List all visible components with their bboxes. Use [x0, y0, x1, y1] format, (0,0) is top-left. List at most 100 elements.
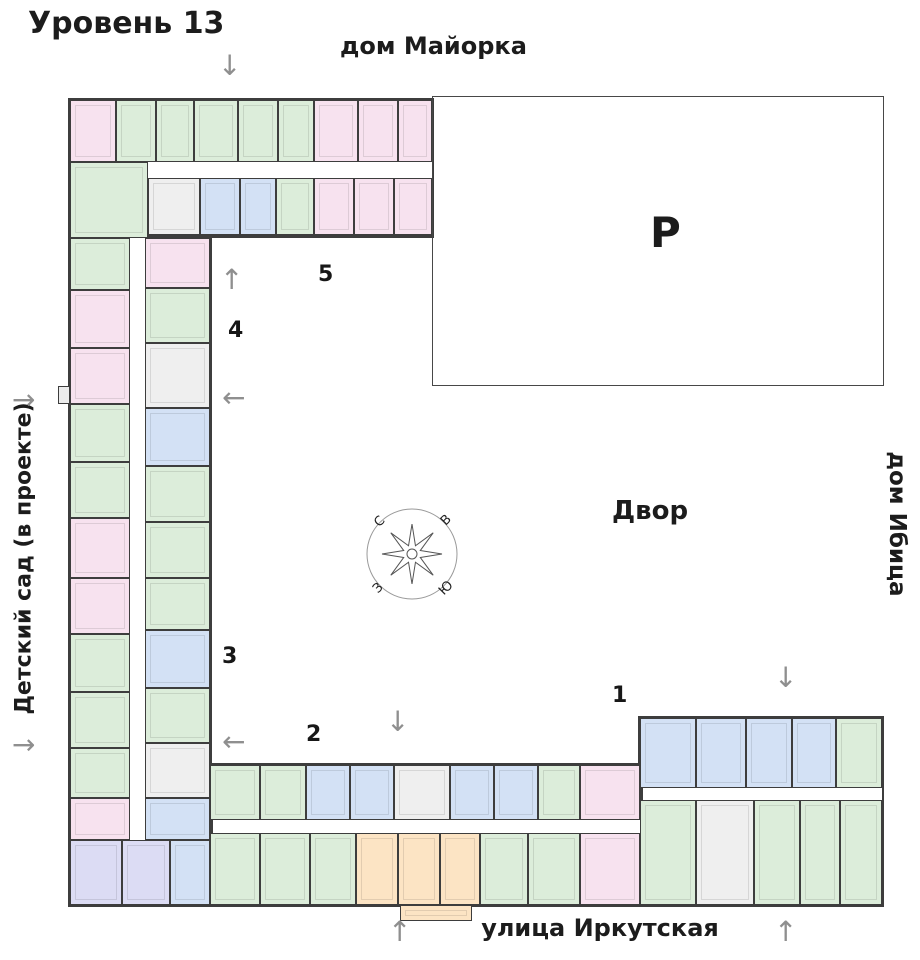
- corridor: [148, 162, 432, 178]
- apartment-unit: [754, 800, 800, 905]
- arrow-right-icon: →: [12, 383, 36, 416]
- compass-west-label: З: [370, 580, 387, 597]
- apartment-unit: [145, 688, 210, 743]
- apartment-unit: [116, 100, 156, 162]
- arrow-down-icon: ↓: [386, 705, 410, 738]
- apartment-unit: [836, 718, 882, 788]
- apartment-unit: [696, 800, 754, 905]
- label-parking: Р: [650, 208, 681, 257]
- apartment-unit: [70, 462, 130, 518]
- apartment-unit: [70, 748, 130, 798]
- apartment-unit: [145, 466, 210, 522]
- apartment-unit: [792, 718, 836, 788]
- apartment-unit: [170, 840, 210, 905]
- arrow-up-icon: ↑: [388, 915, 412, 948]
- section-number-3: 3: [222, 644, 238, 669]
- section-number-1: 1: [612, 683, 628, 708]
- apartment-unit: [310, 833, 356, 905]
- apartment-unit: [145, 408, 210, 466]
- arrow-down-icon: ↓: [218, 49, 242, 82]
- apartment-unit: [538, 765, 580, 820]
- apartment-unit: [200, 178, 240, 235]
- compass-south-label: Ю: [436, 578, 457, 599]
- apartment-unit: [840, 800, 882, 905]
- apartment-unit: [210, 765, 260, 820]
- apartment-unit: [70, 518, 130, 578]
- apartment-unit: [145, 798, 210, 840]
- corridor: [213, 820, 640, 833]
- apartment-unit: [260, 833, 310, 905]
- compass-east-label: В: [438, 512, 455, 529]
- page-title: Уровень 13: [28, 6, 225, 41]
- apartment-unit: [400, 905, 472, 921]
- apartment-unit: [156, 100, 194, 162]
- apartment-unit: [350, 765, 394, 820]
- apartment-unit: [145, 522, 210, 578]
- apartment-unit: [148, 178, 200, 235]
- apartment-unit: [145, 743, 210, 798]
- apartment-unit: [145, 288, 210, 343]
- apartment-unit: [70, 798, 130, 840]
- apartment-unit: [145, 343, 210, 408]
- apartment-unit: [314, 100, 358, 162]
- corridor: [130, 238, 145, 840]
- apartment-unit: [260, 765, 306, 820]
- apartment-unit: [70, 162, 148, 238]
- label-street-irkutskaya: улица Иркутская: [481, 914, 719, 942]
- apartment-unit: [800, 800, 840, 905]
- apartment-unit: [278, 100, 314, 162]
- apartment-unit: [70, 404, 130, 462]
- apartment-unit: [580, 833, 640, 905]
- apartment-unit: [70, 238, 130, 290]
- label-building-mayorka: дом Майорка: [340, 32, 527, 60]
- apartment-unit: [70, 634, 130, 692]
- apartment-unit: [494, 765, 538, 820]
- arrow-left-icon: ←: [222, 725, 246, 758]
- corridor: [643, 788, 882, 800]
- arrow-left-icon: ←: [222, 381, 246, 414]
- apartment-unit: [394, 178, 432, 235]
- apartment-unit: [746, 718, 792, 788]
- apartment-unit: [145, 238, 210, 288]
- apartment-unit: [580, 765, 640, 820]
- apartment-unit: [394, 765, 450, 820]
- apartment-unit: [398, 833, 440, 905]
- wall-bump: [58, 386, 70, 404]
- apartment-unit: [238, 100, 278, 162]
- arrow-up-icon: ↑: [774, 915, 798, 948]
- apartment-unit: [145, 630, 210, 688]
- apartment-unit: [354, 178, 394, 235]
- apartment-unit: [70, 100, 116, 162]
- section-number-2: 2: [306, 722, 322, 747]
- compass-rose-icon: С В Ю З: [366, 508, 458, 600]
- arrow-down-icon: ↓: [774, 661, 798, 694]
- apartment-unit: [70, 692, 130, 748]
- apartment-unit: [528, 833, 580, 905]
- apartment-unit: [145, 578, 210, 630]
- apartment-unit: [480, 833, 528, 905]
- apartment-unit: [70, 290, 130, 348]
- apartment-unit: [70, 578, 130, 634]
- apartment-unit: [306, 765, 350, 820]
- parking-area: [432, 96, 884, 386]
- section-number-5: 5: [318, 262, 334, 287]
- apartment-unit: [70, 840, 122, 905]
- apartment-unit: [70, 348, 130, 404]
- apartment-unit: [314, 178, 354, 235]
- arrow-right-icon: →: [12, 728, 36, 761]
- apartment-unit: [696, 718, 746, 788]
- apartment-unit: [450, 765, 494, 820]
- section-number-4: 4: [228, 318, 244, 343]
- apartment-unit: [194, 100, 238, 162]
- label-kindergarten: Детский сад (в проекте): [11, 402, 37, 715]
- apartment-unit: [398, 100, 432, 162]
- label-building-ibiza: дом Ибица: [884, 451, 910, 597]
- apartment-unit: [210, 833, 260, 905]
- compass-north-label: С: [371, 513, 388, 530]
- apartment-unit: [356, 833, 398, 905]
- apartment-unit: [358, 100, 398, 162]
- apartment-unit: [122, 840, 170, 905]
- label-courtyard: Двор: [612, 496, 689, 526]
- apartment-unit: [640, 800, 696, 905]
